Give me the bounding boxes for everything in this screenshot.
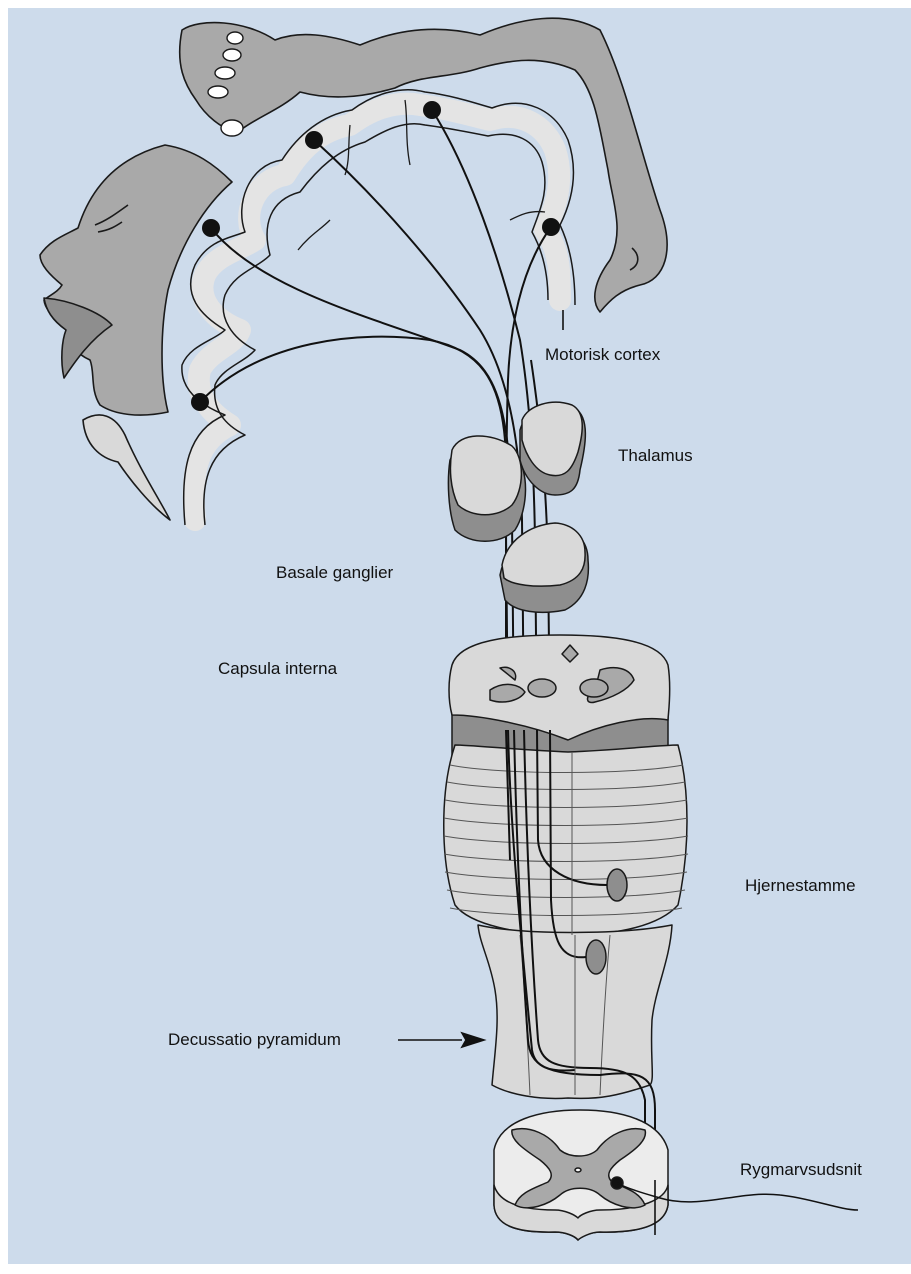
label-motor-cortex: Motorisk cortex (545, 345, 660, 365)
label-thalamus: Thalamus (618, 446, 693, 466)
thalamus-structure (520, 402, 585, 495)
arrow-head-icon (462, 1033, 484, 1047)
label-spinal-cord-section: Rygmarvsudsnit (740, 1160, 862, 1180)
label-basal-ganglia: Basale ganglier (276, 563, 393, 583)
label-brainstem: Hjernestamme (745, 876, 856, 896)
label-pyramidal-decussation: Decussatio pyramidum (168, 1030, 341, 1050)
pons (444, 745, 688, 935)
label-internal-capsule: Capsula interna (218, 659, 337, 679)
